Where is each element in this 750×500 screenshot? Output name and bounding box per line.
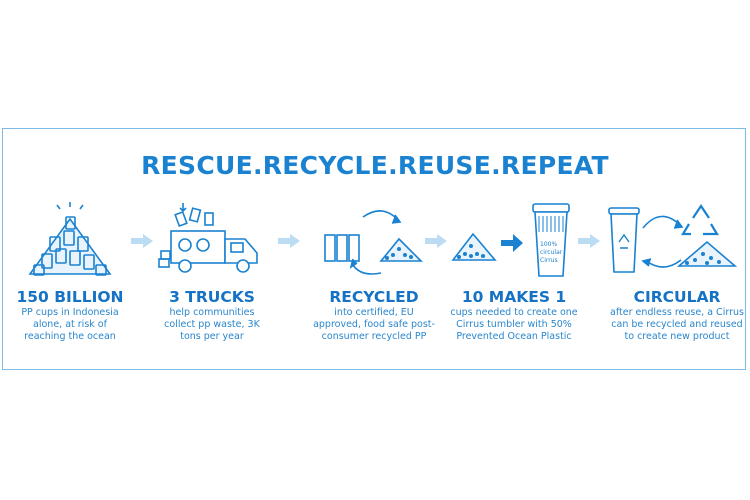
recycle-cups-icon: [304, 198, 444, 280]
arrow-right-icon: [425, 234, 447, 248]
svg-text:100%: 100%: [540, 241, 557, 248]
svg-text:circular: circular: [540, 249, 563, 256]
cup-pile-icon: [0, 198, 140, 280]
circular-recycle-icon: [604, 198, 750, 280]
step-heading: 10 MAKES 1: [461, 288, 567, 306]
svg-text:Cirrus: Cirrus: [540, 257, 558, 264]
arrow-right-icon: [278, 234, 300, 248]
step-heading: 150 BILLION: [16, 288, 124, 306]
step-heading: 3 TRUCKS: [169, 288, 255, 306]
infographic-frame: [2, 128, 746, 370]
step-heading: CIRCULAR: [633, 288, 721, 306]
step-10-makes-1: 100% circular Cirrus 10 MAKES 1 cups nee…: [444, 198, 584, 343]
arrow-right-icon: [578, 234, 600, 248]
pellets-to-tumbler-icon: 100% circular Cirrus: [444, 198, 584, 280]
arrow-right-icon: [131, 234, 153, 248]
step-heading: RECYCLED: [329, 288, 419, 306]
truck-icon: [142, 198, 282, 280]
infographic-title: RESCUE.RECYCLE.REUSE.REPEAT: [141, 151, 609, 180]
